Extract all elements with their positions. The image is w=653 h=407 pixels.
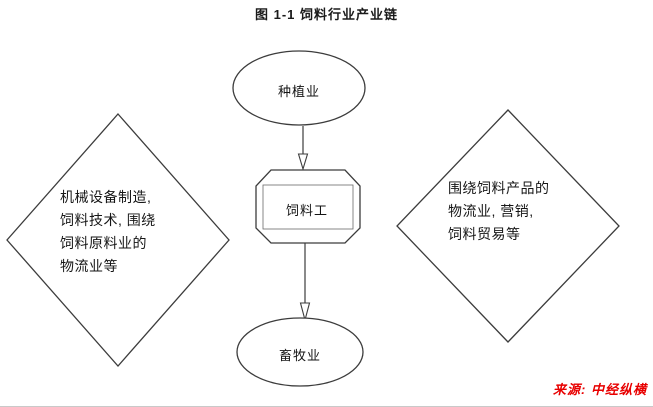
livestock-ellipse: [236, 317, 364, 387]
right-note-line: 围绕饲料产品的: [448, 180, 550, 196]
feed-label: 饲料工: [285, 203, 328, 218]
figure-title: 图 1-1 饲料行业产业链: [254, 7, 398, 22]
source-caption: 来源: 中经纵横: [553, 382, 647, 397]
right-diamond: [396, 109, 620, 343]
left-note-line: 物流业等: [60, 258, 118, 274]
right-note-line: 物流业, 营销,: [448, 203, 534, 219]
planting-ellipse: [232, 50, 366, 126]
livestock-label: 畜牧业: [278, 348, 321, 363]
left-note-line: 机械设备制造,: [60, 189, 152, 205]
left-note-line: 饲料原料业的: [60, 235, 147, 251]
arrow-feed-to-livestock: [299, 243, 311, 323]
left-note-line: 饲料技术, 围绕: [60, 212, 156, 228]
planting-label: 种植业: [277, 84, 320, 99]
right-note-line: 饲料贸易等: [448, 226, 521, 242]
feed-octagon: [255, 169, 361, 244]
right-note: 围绕饲料产品的 物流业, 营销, 饲料贸易等: [448, 177, 578, 246]
feed-inner-box: [262, 184, 354, 230]
left-note: 机械设备制造, 饲料技术, 围绕 饲料原料业的 物流业等: [60, 186, 190, 278]
arrow-planting-to-feed: [297, 126, 309, 171]
left-diamond: [6, 113, 230, 367]
